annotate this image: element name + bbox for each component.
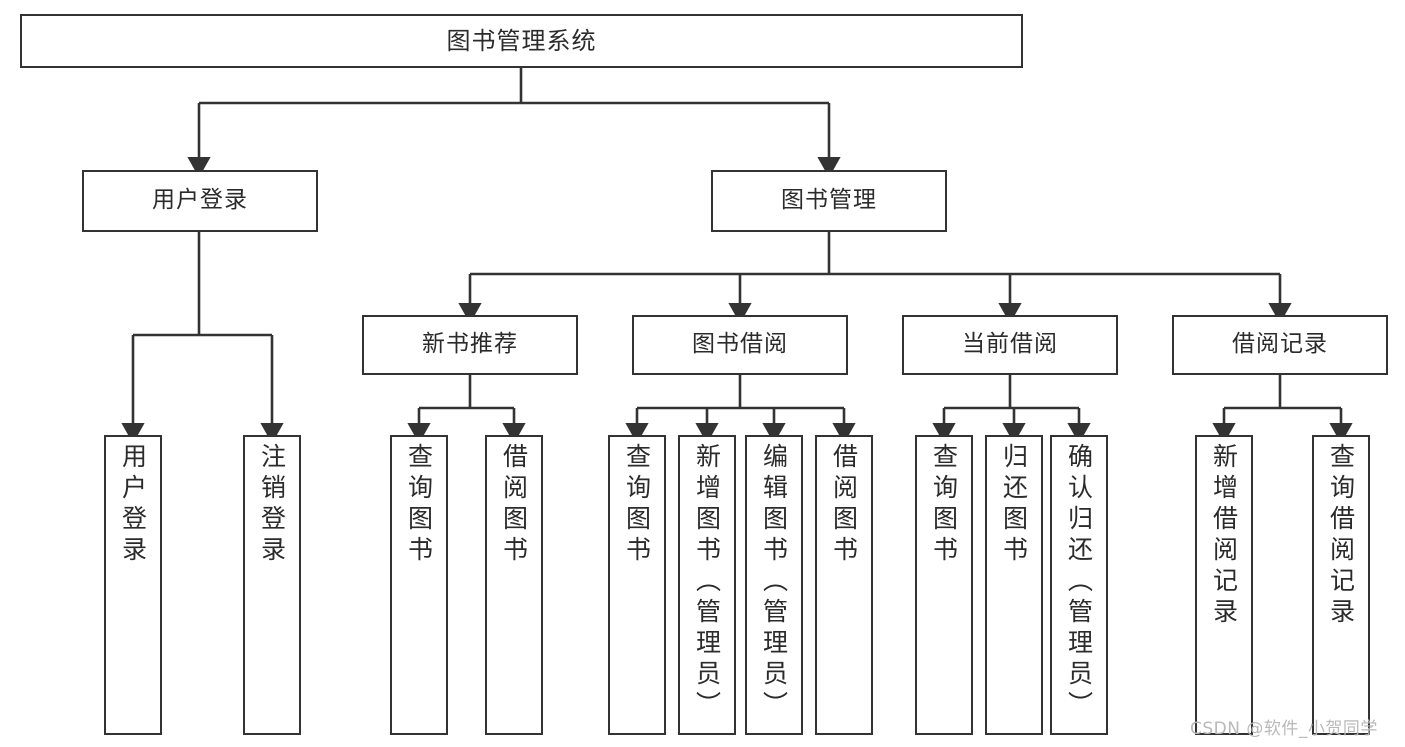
node-label: 查询图书 xyxy=(929,443,959,567)
leaf-add-book-admin[interactable]: 新增图书（管理员） xyxy=(678,435,736,735)
node-label: 借阅图书 xyxy=(499,443,529,567)
node-label: 查询图书 xyxy=(404,443,434,567)
node-label: 图书借阅 xyxy=(692,331,788,358)
leaf-edit-book-admin[interactable]: 编辑图书（管理员） xyxy=(745,435,803,735)
node-label: 确认归还（管理员） xyxy=(1064,443,1094,722)
node-label: 图书管理系统 xyxy=(446,26,597,55)
node-borrowing-records[interactable]: 借阅记录 xyxy=(1172,315,1388,375)
node-label: 查询借阅记录 xyxy=(1326,443,1356,629)
node-label: 用户登录 xyxy=(152,187,248,214)
node-root-book-management-system[interactable]: 图书管理系统 xyxy=(20,14,1023,68)
leaf-borrow-books-new[interactable]: 借阅图书 xyxy=(485,435,543,735)
node-label: 用户登录 xyxy=(118,443,148,567)
node-label: 归还图书 xyxy=(999,443,1029,567)
leaf-query-books-current[interactable]: 查询图书 xyxy=(915,435,973,735)
node-book-borrowing[interactable]: 图书借阅 xyxy=(632,315,848,375)
node-label: 查询图书 xyxy=(622,443,652,567)
node-label: 新书推荐 xyxy=(422,331,518,358)
leaf-borrow-books[interactable]: 借阅图书 xyxy=(815,435,873,735)
node-label: 新增借阅记录 xyxy=(1209,443,1239,629)
leaf-logout[interactable]: 注销登录 xyxy=(243,435,301,735)
node-label: 新增图书（管理员） xyxy=(692,443,722,722)
node-user-login[interactable]: 用户登录 xyxy=(82,170,318,232)
leaf-return-books[interactable]: 归还图书 xyxy=(985,435,1043,735)
node-label: 借阅图书 xyxy=(829,443,859,567)
leaf-confirm-return-admin[interactable]: 确认归还（管理员） xyxy=(1050,435,1108,735)
node-label: 图书管理 xyxy=(781,187,877,214)
node-current-borrowing[interactable]: 当前借阅 xyxy=(902,315,1118,375)
leaf-user-login[interactable]: 用户登录 xyxy=(104,435,162,735)
node-new-book-recommendation[interactable]: 新书推荐 xyxy=(362,315,578,375)
csdn-watermark: CSDN @软件_小贺同学 xyxy=(1190,719,1378,739)
leaf-query-books-borrow[interactable]: 查询图书 xyxy=(608,435,666,735)
node-label: 借阅记录 xyxy=(1232,331,1328,358)
node-label: 注销登录 xyxy=(257,443,287,567)
leaf-add-borrow-record[interactable]: 新增借阅记录 xyxy=(1195,435,1253,735)
node-book-management[interactable]: 图书管理 xyxy=(711,170,947,232)
node-label: 编辑图书（管理员） xyxy=(759,443,789,722)
node-label: 当前借阅 xyxy=(962,331,1058,358)
leaf-query-books-new[interactable]: 查询图书 xyxy=(390,435,448,735)
leaf-query-borrow-record[interactable]: 查询借阅记录 xyxy=(1312,435,1370,735)
